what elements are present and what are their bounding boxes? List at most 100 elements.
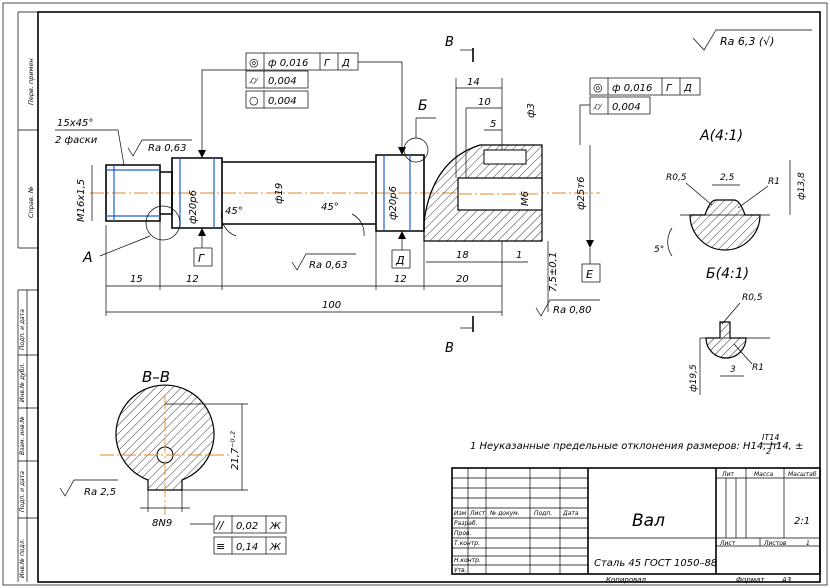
svg-text:Д: Д (395, 254, 405, 267)
svg-text:20: 20 (456, 274, 469, 285)
svg-text:ф19,5: ф19,5 (689, 364, 699, 392)
svg-text:Подп.: Подп. (534, 510, 552, 517)
svg-text:2,5: 2,5 (720, 173, 735, 183)
svg-text:18: 18 (456, 250, 469, 261)
inner-frame (37, 11, 821, 583)
svg-text:0,004: 0,004 (268, 76, 297, 87)
svg-text:Ra 0,80: Ra 0,80 (553, 305, 592, 316)
datums: Г Д Е (193, 145, 601, 283)
svg-text:10: 10 (478, 97, 491, 108)
tolerance-frame-right: ◎ ф 0,016 Г Д ⌭ 0,004 (579, 77, 701, 145)
svg-text:ф20р6: ф20р6 (188, 190, 199, 224)
title-block: Изм Лист № докум. Подп. Дата Разраб. Про… (451, 467, 821, 584)
svg-text:R1: R1 (768, 177, 780, 187)
svg-text:5: 5 (490, 119, 496, 130)
svg-text:0,14: 0,14 (236, 542, 258, 553)
svg-text:7,5±0,1: 7,5±0,1 (548, 252, 559, 292)
svg-text:100: 100 (322, 300, 341, 311)
svg-text:1 Неуказанные предельные откло: 1 Неуказанные предельные отклонения разм… (470, 441, 803, 452)
svg-text:ф13,8: ф13,8 (797, 172, 807, 200)
svg-text:Н.контр.: Н.контр. (454, 557, 481, 564)
side-label-2: Подп. и дата (19, 309, 26, 350)
side-label-0: Перв. примен (27, 58, 35, 105)
svg-text:◎: ◎ (249, 56, 259, 69)
general-roughness: Ra 6,3 (√) (692, 29, 812, 51)
svg-text:Д: Д (683, 83, 692, 94)
detail-circle-a (145, 205, 181, 241)
section-b-b: В–В 21,7⁻⁰·² 8N9 // 0,02 Ж ≡ 0,14 Ж (100, 368, 287, 555)
svg-text:ф25т6: ф25т6 (576, 177, 587, 210)
dimensions-main: 15x45° 2 фаски M16x1,5 ф20р6 ф19 ф20р6 ф… (55, 77, 587, 316)
svg-text:○: ○ (249, 94, 259, 107)
svg-text:№ докум.: № докум. (489, 510, 520, 517)
svg-text:Листов: Листов (763, 540, 787, 547)
svg-text:ф3: ф3 (526, 103, 537, 118)
roughness-marks: Ra 0,63 Ra 0,63 Ra 0,80 Ra 2,5 (59, 139, 600, 498)
svg-text:⌭: ⌭ (249, 74, 259, 87)
svg-text:Г: Г (324, 58, 331, 69)
svg-text:Ж: Ж (269, 521, 282, 532)
svg-text:Е: Е (586, 268, 593, 281)
svg-text:12: 12 (394, 274, 407, 285)
svg-text:Пров.: Пров. (454, 530, 472, 537)
svg-text:R1: R1 (752, 363, 764, 373)
svg-text:Масса: Масса (754, 471, 773, 478)
svg-text:2: 2 (766, 447, 771, 456)
svg-text:Ж: Ж (269, 542, 282, 553)
svg-text:ф 0,016: ф 0,016 (268, 58, 308, 69)
side-label-1: Справ. № (27, 186, 35, 218)
shaft-main-view (90, 137, 600, 242)
svg-text:Изм: Изм (454, 510, 467, 517)
svg-text:Формат: Формат (736, 576, 765, 584)
detail-b: Б(4:1) R0,5 R1 3 ф19,5 (689, 266, 770, 395)
material: Сталь 45 ГОСТ 1050–88 (594, 558, 717, 569)
svg-text:2:1: 2:1 (794, 516, 810, 527)
svg-text:Ra 0,63: Ra 0,63 (309, 260, 348, 271)
svg-text:1: 1 (806, 540, 810, 547)
svg-text:R0,5: R0,5 (666, 173, 687, 183)
svg-text:45°: 45° (225, 206, 243, 217)
svg-text:12: 12 (186, 274, 199, 285)
svg-text:Лист: Лист (469, 510, 486, 517)
svg-text:45°: 45° (321, 202, 339, 213)
svg-text:Лист: Лист (719, 540, 736, 547)
svg-text:15: 15 (130, 274, 143, 285)
svg-text:Т.контр.: Т.контр. (454, 540, 480, 547)
svg-text:8N9: 8N9 (152, 518, 172, 529)
svg-text:0,004: 0,004 (268, 96, 297, 107)
svg-text:Ra 2,5: Ra 2,5 (84, 487, 116, 498)
svg-text:ф19: ф19 (274, 183, 285, 204)
svg-text:Б(4:1): Б(4:1) (706, 266, 749, 282)
svg-text:А(4:1): А(4:1) (699, 128, 743, 144)
svg-text:⌭: ⌭ (593, 100, 603, 113)
svg-text:Ra 0,63: Ra 0,63 (148, 143, 187, 154)
side-label-5: Подп. и дата (19, 471, 26, 512)
svg-text:Утв.: Утв. (454, 567, 467, 574)
svg-text:M16x1,5: M16x1,5 (76, 179, 87, 222)
svg-text:15x45°: 15x45° (57, 118, 93, 129)
svg-text:◎: ◎ (593, 81, 603, 94)
svg-text:3: 3 (730, 365, 736, 375)
technical-note: 1 Неуказанные предельные отклонения разм… (470, 433, 803, 456)
detail-circle-b (403, 137, 429, 163)
svg-text:Разраб.: Разраб. (454, 520, 478, 527)
svg-text:M6: M6 (520, 191, 531, 206)
svg-text:14: 14 (467, 77, 480, 88)
side-columns: Перв. примен Справ. № Подп. и дата Инв.№… (17, 11, 38, 582)
svg-text:≡: ≡ (216, 540, 225, 553)
svg-text:А3: А3 (781, 576, 791, 584)
svg-text:Д: Д (341, 58, 350, 69)
svg-text:21,7⁻⁰·²: 21,7⁻⁰·² (230, 431, 241, 470)
svg-text:В: В (445, 35, 454, 50)
svg-text:В: В (445, 341, 454, 356)
part-name: Вал (632, 511, 665, 531)
svg-text:Дата: Дата (562, 510, 579, 517)
detail-a: А(4:1) ф13,8 2,5 R0,5 R1 5° (654, 128, 807, 257)
svg-text:В–В: В–В (142, 368, 170, 386)
svg-text://: // (215, 519, 225, 532)
svg-text:0,02: 0,02 (236, 521, 258, 532)
svg-text:1: 1 (516, 250, 522, 261)
section-line-b: В В (445, 35, 474, 356)
svg-text:5°: 5° (654, 245, 664, 255)
